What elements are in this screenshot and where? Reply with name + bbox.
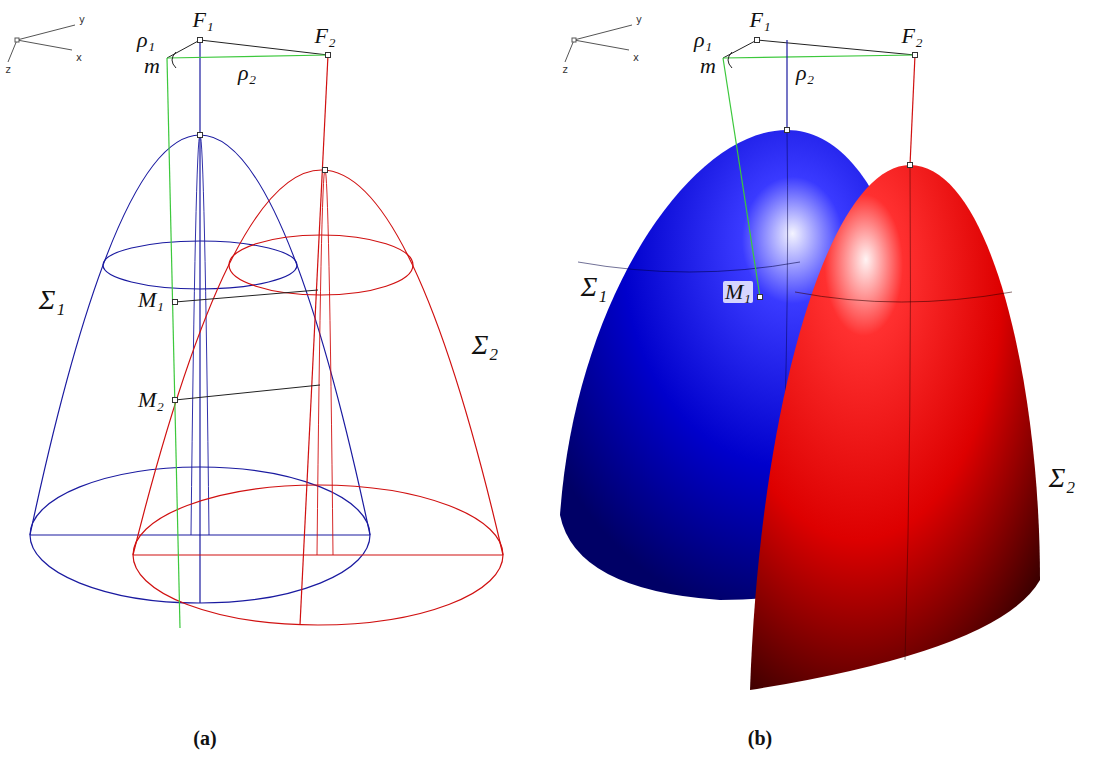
axis-line — [786, 40, 787, 130]
section-curve — [795, 292, 1012, 302]
axis-line — [17, 40, 72, 50]
chord-line — [175, 290, 318, 302]
axis-label: z — [5, 65, 10, 75]
point-marker — [173, 398, 178, 403]
angle-arc — [172, 52, 176, 68]
point-label: M₁ — [723, 281, 753, 303]
paraboloid-surface — [750, 165, 1040, 690]
point-markers — [755, 38, 918, 300]
point-marker — [323, 168, 328, 173]
axis-icon — [565, 25, 632, 62]
point-label: m — [144, 55, 160, 77]
focal-construction — [167, 40, 328, 628]
surface-label: Σ₂ — [472, 331, 498, 359]
point-label: M₂ — [138, 389, 164, 411]
axis-line — [8, 40, 17, 62]
axis-line — [300, 55, 328, 625]
axis-line — [199, 40, 200, 603]
point-marker — [173, 300, 178, 305]
focal-segment — [757, 40, 915, 55]
axis-label: z — [562, 65, 567, 75]
axis-label: y — [636, 15, 642, 25]
radius-line — [723, 55, 915, 58]
point-marker — [755, 38, 760, 43]
point-label: F₂ — [314, 25, 335, 47]
focal-segment — [200, 40, 328, 55]
axis-label: y — [79, 15, 85, 25]
panel-caption: (b) — [748, 728, 772, 748]
point-marker — [198, 133, 203, 138]
surface-label: Σ₂ — [1049, 464, 1075, 492]
radius-line — [167, 55, 328, 58]
axis-icon — [8, 25, 75, 62]
distance-label: ρ₁ — [137, 29, 155, 51]
paraboloid-wireframe — [133, 55, 503, 625]
point-marker — [326, 53, 331, 58]
point-label: M₁ — [138, 289, 164, 311]
axis-line — [574, 25, 632, 40]
base-ellipse — [133, 485, 503, 625]
radius-line — [167, 40, 200, 58]
axis-origin — [15, 38, 19, 42]
axis-line — [565, 40, 574, 62]
radius-line — [723, 40, 757, 58]
point-markers — [173, 38, 331, 403]
point-label: F₁ — [192, 9, 213, 31]
meridian-curve — [905, 165, 910, 660]
axis-line — [17, 25, 75, 40]
focal-construction — [723, 40, 915, 165]
axis-label: x — [76, 53, 82, 63]
chord-line — [175, 385, 320, 400]
distance-label: ρ₁ — [694, 29, 712, 51]
point-marker — [785, 128, 790, 133]
surface-label: Σ₁ — [39, 286, 65, 314]
distance-label: ρ₂ — [238, 62, 256, 84]
paraboloid-wireframe — [30, 40, 370, 603]
parabola-outline — [133, 170, 503, 555]
point-marker — [758, 295, 763, 300]
point-label: F₁ — [749, 9, 770, 31]
vertical-line — [167, 58, 180, 628]
axis-line — [910, 55, 915, 165]
section-curve — [578, 262, 800, 272]
distance-label: ρ₂ — [796, 62, 814, 84]
panel-caption: (a) — [193, 728, 216, 748]
base-line — [133, 554, 503, 555]
axis-line — [574, 40, 629, 50]
point-marker — [198, 38, 203, 43]
angle-arc — [728, 52, 732, 68]
vertical-line — [723, 58, 760, 297]
surface-label: Σ₁ — [581, 273, 607, 301]
point-label: m — [700, 55, 716, 77]
axis-label: x — [633, 53, 639, 63]
section-ellipse — [229, 235, 413, 295]
point-marker — [913, 53, 918, 58]
point-label: F₂ — [901, 25, 922, 47]
point-marker — [908, 163, 913, 168]
axis-origin — [572, 38, 576, 42]
